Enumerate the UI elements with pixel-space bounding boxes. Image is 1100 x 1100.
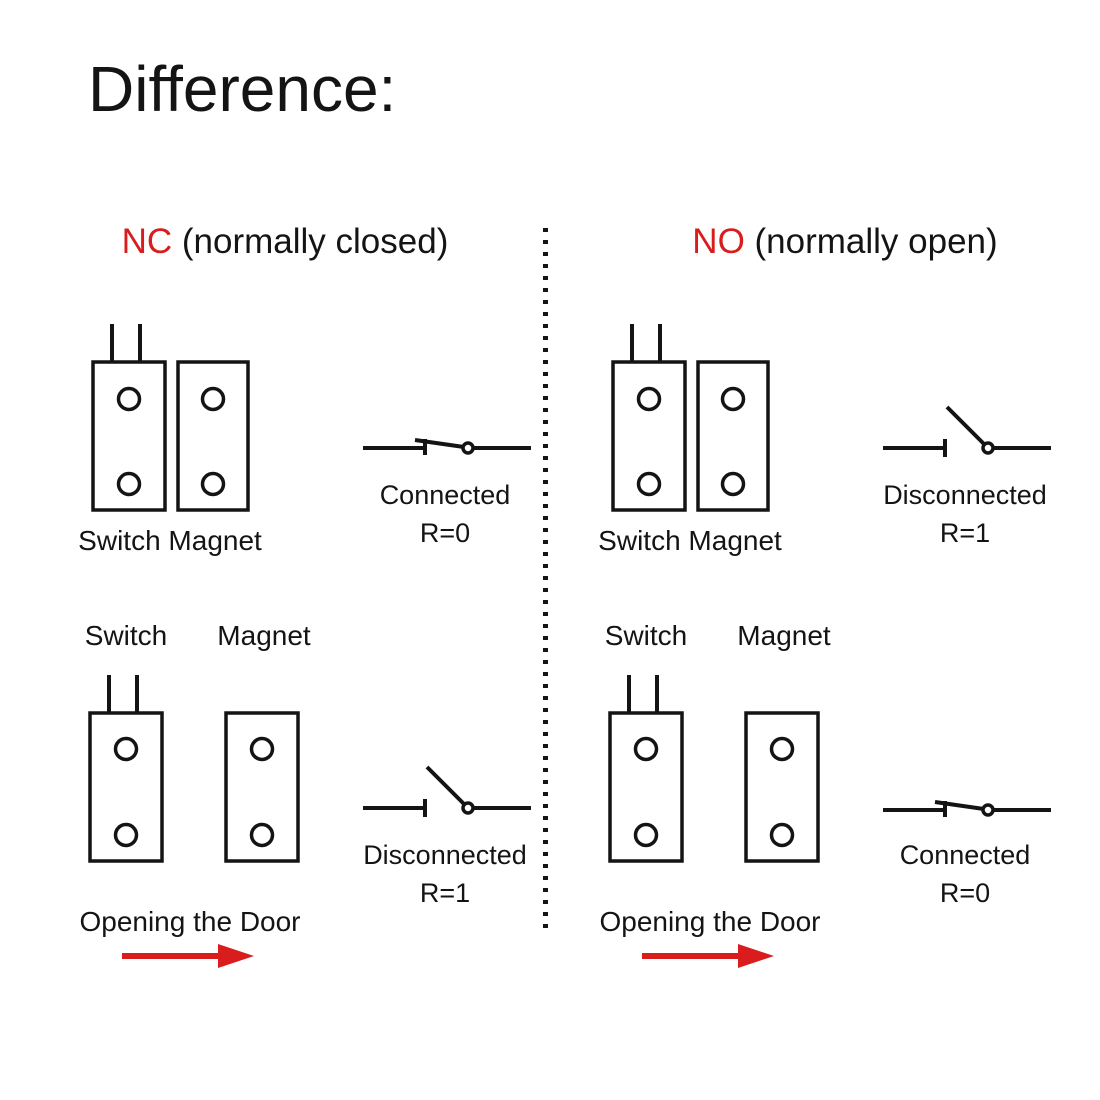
screw-hole bbox=[636, 386, 662, 412]
pivot-contact bbox=[981, 441, 995, 455]
nc-sensor-pair-open bbox=[88, 675, 300, 863]
no-closed-status: Disconnected bbox=[883, 480, 1047, 510]
red-arrow-right-icon bbox=[122, 944, 254, 968]
sensor-pair-separated-icon bbox=[608, 675, 820, 863]
arrow-head bbox=[218, 944, 254, 968]
nc-switch-label: Switch bbox=[84, 620, 168, 651]
no-closed-resistance: R=1 bbox=[939, 518, 991, 548]
arrow-head bbox=[738, 944, 774, 968]
no-sensor-pair-closed bbox=[611, 324, 771, 512]
arrow-shaft bbox=[642, 953, 739, 959]
screw-hole bbox=[720, 386, 746, 412]
nc-closed-resistance: R=0 bbox=[419, 518, 471, 548]
open-switch-icon bbox=[363, 765, 531, 817]
sensor-pair-icon bbox=[91, 324, 250, 512]
nc-opening-door-label: Opening the Door bbox=[79, 906, 301, 937]
screw-hole bbox=[633, 736, 659, 762]
no-abbr: NO bbox=[692, 222, 745, 261]
no-pair-label: Switch Magnet bbox=[598, 525, 782, 556]
nc-abbr: NC bbox=[121, 222, 173, 261]
screw-hole bbox=[633, 822, 659, 848]
red-arrow-right-icon bbox=[642, 944, 774, 968]
nc-closed-switch-symbol bbox=[363, 428, 533, 464]
closed-switch-icon bbox=[883, 800, 1051, 817]
switch-lever bbox=[945, 405, 986, 446]
nc-magnet-label: Magnet bbox=[217, 620, 311, 651]
no-opening-door-label: Opening the Door bbox=[599, 906, 821, 937]
no-heading: NO (normally open) bbox=[605, 222, 1085, 262]
nc-open-status: Disconnected bbox=[363, 840, 527, 870]
column-divider-dotted-line bbox=[543, 228, 548, 933]
no-closed-switch-symbol bbox=[883, 790, 1053, 826]
closed-switch-icon bbox=[363, 438, 531, 455]
nc-heading-rest: (normally closed) bbox=[172, 222, 449, 261]
screw-hole bbox=[200, 471, 226, 497]
switch-lever bbox=[425, 765, 466, 806]
screw-hole bbox=[116, 386, 142, 412]
open-switch-icon bbox=[883, 405, 1051, 457]
switch-lever bbox=[414, 438, 465, 449]
screw-hole bbox=[769, 822, 795, 848]
no-heading-rest: (normally open) bbox=[744, 222, 998, 261]
nc-opening-door-arrow bbox=[122, 944, 254, 968]
nc-open-resistance: R=1 bbox=[419, 878, 471, 908]
page-title: Difference: bbox=[88, 53, 397, 125]
nc-pair-label: Switch Magnet bbox=[78, 525, 262, 556]
no-sensor-pair-open bbox=[608, 675, 820, 863]
no-column: NO (normally open) Switch Magnet bbox=[520, 0, 1065, 1100]
magnet-body bbox=[176, 360, 250, 512]
switch-lever bbox=[934, 800, 985, 811]
screw-hole bbox=[116, 471, 142, 497]
arrow-shaft bbox=[122, 953, 219, 959]
nc-heading: NC (normally closed) bbox=[45, 222, 525, 262]
no-open-resistance: R=0 bbox=[939, 878, 991, 908]
no-open-status: Connected bbox=[899, 840, 1031, 870]
sensor-pair-separated-icon bbox=[88, 675, 300, 863]
screw-hole bbox=[113, 736, 139, 762]
nc-closed-status: Connected bbox=[379, 480, 511, 510]
screw-hole bbox=[249, 822, 275, 848]
pivot-contact bbox=[461, 441, 475, 455]
sensor-pair-icon bbox=[611, 324, 770, 512]
no-opening-door-arrow bbox=[642, 944, 774, 968]
no-magnet-label: Magnet bbox=[737, 620, 831, 651]
screw-hole bbox=[769, 736, 795, 762]
pivot-contact bbox=[981, 803, 995, 817]
screw-hole bbox=[249, 736, 275, 762]
nc-column: NC (normally closed) Switch Magnet bbox=[0, 0, 545, 1100]
screw-hole bbox=[200, 386, 226, 412]
no-open-switch-symbol bbox=[883, 404, 1053, 462]
nc-sensor-pair-closed bbox=[91, 324, 251, 512]
screw-hole bbox=[113, 822, 139, 848]
no-switch-label: Switch bbox=[604, 620, 688, 651]
screw-hole bbox=[636, 471, 662, 497]
nc-open-switch-symbol bbox=[363, 764, 533, 822]
screw-hole bbox=[720, 471, 746, 497]
pivot-contact bbox=[461, 801, 475, 815]
